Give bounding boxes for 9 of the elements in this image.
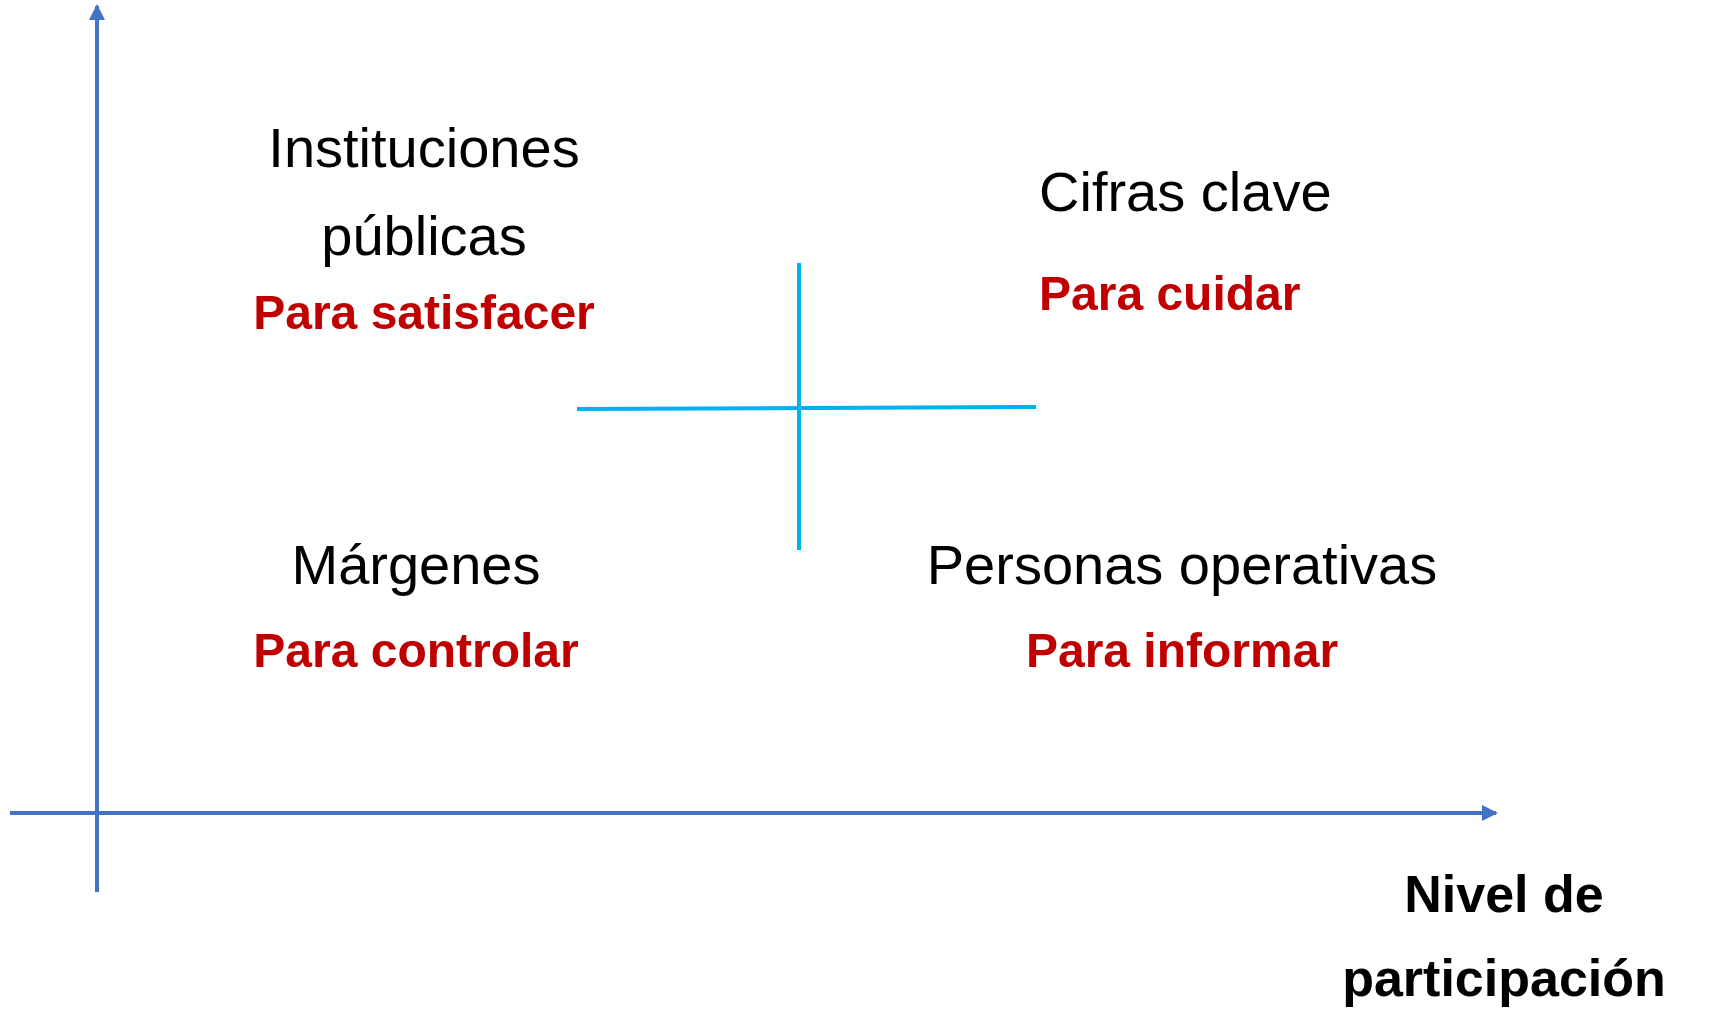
quadrant-purpose: Para informar [1025, 624, 1339, 677]
quadrant-heading: Personas operativas [926, 533, 1438, 596]
quadrant-heading: Cifras clave [1039, 160, 1332, 223]
axis-label: Nivel de participación [1342, 865, 1666, 1007]
quadrant-heading: Instituciones públicas [268, 116, 580, 267]
quadrant-purpose: Para satisfacer [253, 286, 595, 339]
quadrant-purpose: Para cuidar [1039, 267, 1301, 320]
quadrant-heading: Márgenes [291, 533, 541, 596]
quadrant-purpose: Para controlar [253, 624, 579, 677]
